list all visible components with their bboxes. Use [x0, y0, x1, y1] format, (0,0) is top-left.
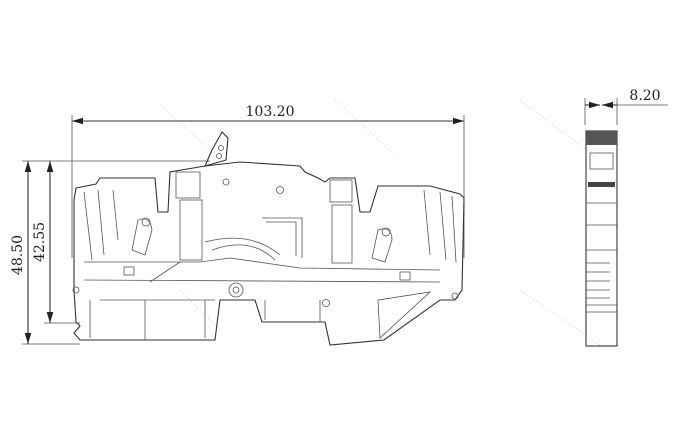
- terminal-block-front-view: [72, 131, 465, 346]
- terminal-block-side-view: 8.20: [584, 88, 668, 347]
- rail-height-label: 42.55: [32, 222, 48, 262]
- height-dimensions: 48.50 42.55: [10, 160, 210, 345]
- width-dimension-label: 103.20: [246, 104, 295, 120]
- thickness-dimension-label: 8.20: [629, 88, 660, 104]
- width-dimension: 103.20: [71, 104, 465, 258]
- watermark: [159, 99, 601, 346]
- overall-height-label: 48.50: [10, 235, 26, 275]
